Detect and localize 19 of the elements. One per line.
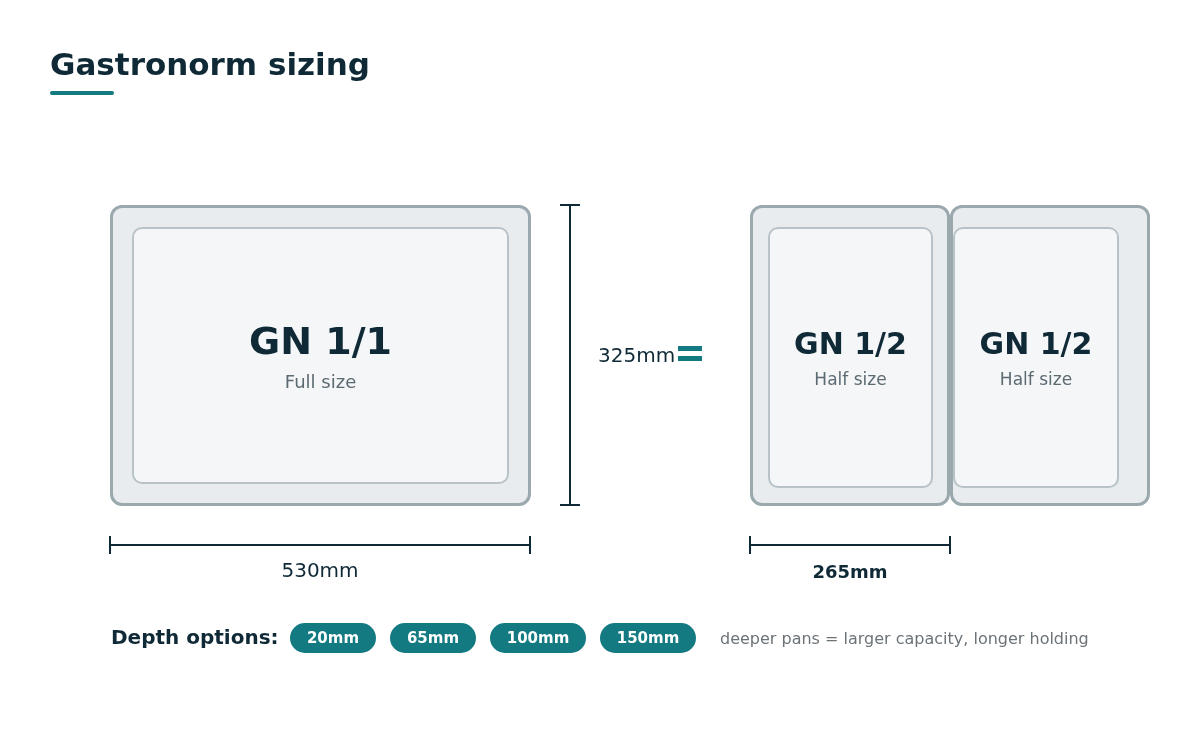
depth-badge: 20mm	[290, 623, 376, 653]
page-title: Gastronorm sizing	[50, 45, 370, 84]
size-name: Full size	[284, 371, 357, 392]
size-name: Half size	[999, 369, 1073, 389]
dimension-label: 530mm	[281, 558, 359, 582]
dimension-label: 265mm	[812, 560, 888, 584]
pan-outline	[750, 205, 950, 506]
depth-heading: Depth options:	[111, 625, 279, 649]
dimension-label: 325mm	[598, 343, 676, 367]
depth-badge: 100mm	[490, 623, 586, 653]
depth-badge: 65mm	[390, 623, 476, 653]
pan-outline	[950, 205, 1150, 506]
pan-outline	[110, 205, 531, 506]
size-code: GN 1/1	[249, 319, 392, 363]
size-code: GN 1/2	[979, 326, 1093, 361]
size-name: Half size	[814, 369, 887, 389]
note-text: deeper pans = larger capacity, longer holding	[720, 628, 1089, 650]
size-code: GN 1/2	[794, 326, 907, 361]
depth-badge: 150mm	[600, 623, 696, 653]
